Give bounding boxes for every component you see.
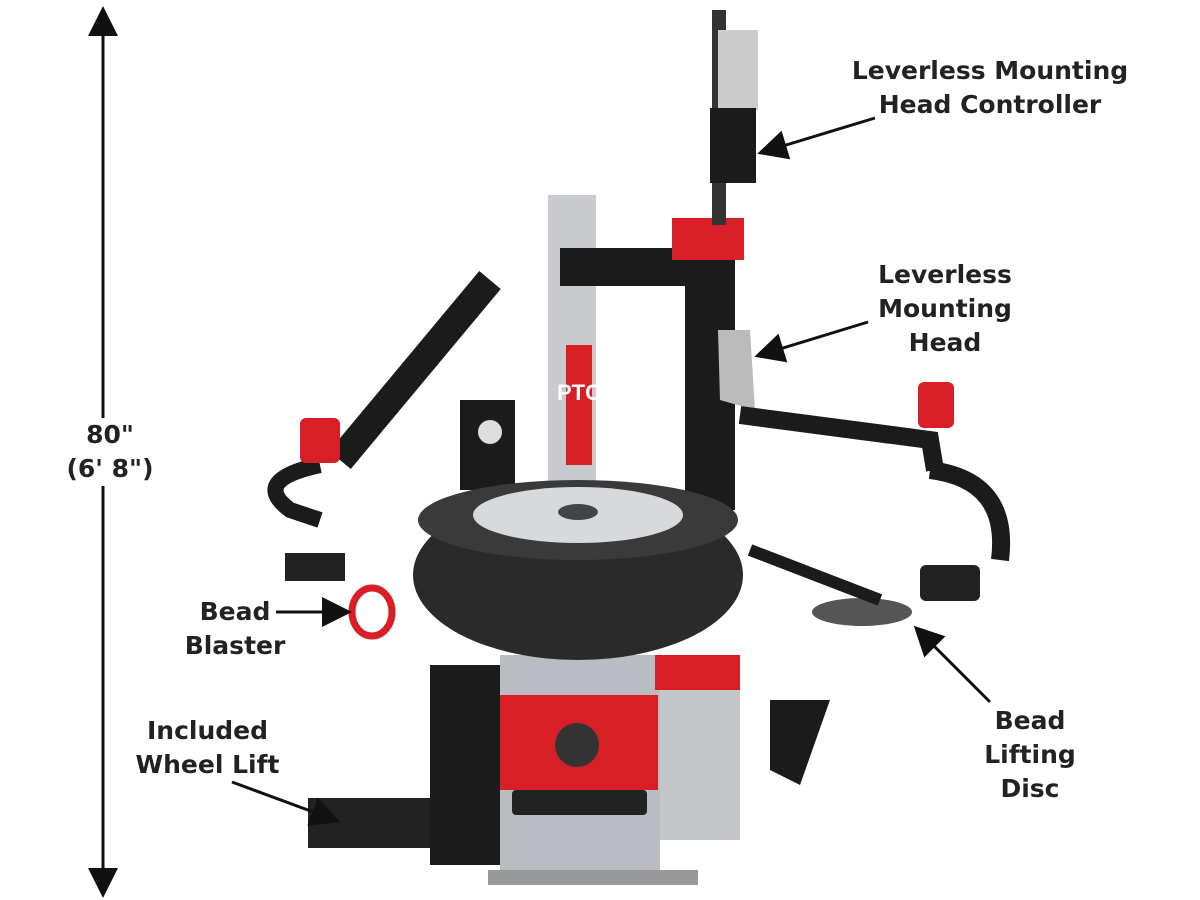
machine-base (430, 655, 740, 885)
callout-text: Wheel Lift (135, 750, 280, 779)
callout-text: Leverless Mounting (851, 56, 1129, 85)
callout-wheel-lift: Included Wheel Lift (125, 714, 290, 782)
wheel-lift-arrow (231, 780, 341, 826)
callout-bead-lifting-disc: Bead Lifting Disc (970, 704, 1090, 806)
bead-blaster (348, 584, 396, 640)
height-inches: 80" (86, 420, 134, 449)
bead-lifting-disc (812, 598, 912, 626)
callout-controller: Leverless Mounting Head Controller (845, 54, 1135, 122)
controller-arrow (757, 116, 876, 160)
brand-logo (555, 723, 599, 767)
callout-text: Disc (1000, 774, 1060, 803)
mounting-head-controller (710, 108, 756, 183)
column-brand-text: PTC (557, 380, 601, 405)
callout-text: Lifting (984, 740, 1076, 769)
callout-mounting-head: Leverless Mounting Head (860, 258, 1030, 360)
callout-text: Leverless (878, 260, 1012, 289)
callout-text: Head (908, 328, 982, 357)
callout-text: Bead (994, 706, 1066, 735)
callout-text: Head Controller (878, 90, 1102, 119)
callout-text: Bead (199, 597, 271, 626)
height-feet: (6' 8") (66, 454, 154, 483)
callout-text: Blaster (184, 631, 286, 660)
head-arrow (754, 320, 869, 363)
disc-arrow (913, 625, 992, 704)
callout-bead-blaster: Bead Blaster (170, 595, 300, 663)
tire (413, 480, 743, 660)
callout-text: Included (146, 716, 269, 745)
mounting-head (718, 330, 755, 410)
callout-text: Mounting (878, 294, 1012, 323)
wheel-lift (308, 798, 430, 848)
height-label: 80" (6' 8") (55, 418, 165, 486)
